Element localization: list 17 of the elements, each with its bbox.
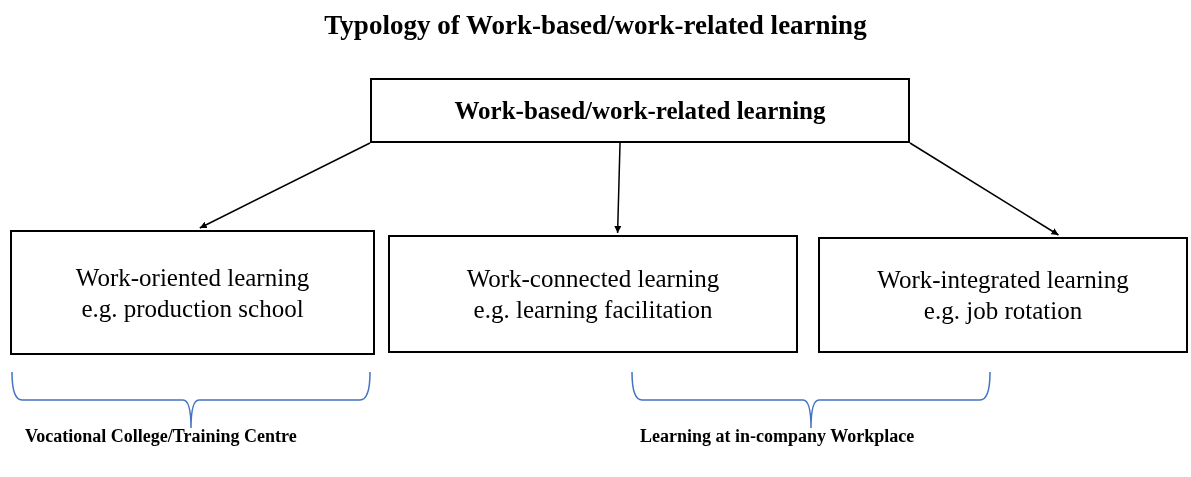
box-heading: Work-based/work-related learning bbox=[454, 95, 826, 126]
box-example: e.g. production school bbox=[81, 293, 304, 324]
box-example: e.g. job rotation bbox=[923, 296, 1083, 326]
arrow bbox=[199, 142, 371, 229]
diagram-title: Typology of Work-based/work-related learning bbox=[323, 9, 868, 42]
box-title: Work-integrated learning bbox=[877, 265, 1129, 295]
process-box bbox=[388, 235, 798, 353]
box-example: e.g. learning facilitation bbox=[473, 295, 713, 325]
bracket-label: Vocational College/Training Centre bbox=[25, 425, 297, 448]
box-title: Work-connected learning bbox=[466, 264, 720, 294]
bracket-label: Learning at in-company Workplace bbox=[640, 425, 915, 448]
process-box bbox=[10, 230, 375, 355]
process-box bbox=[818, 237, 1188, 353]
arrow bbox=[614, 142, 622, 234]
arrow bbox=[909, 142, 1060, 236]
box-title: Work-oriented learning bbox=[75, 262, 310, 293]
process-box bbox=[370, 78, 910, 143]
